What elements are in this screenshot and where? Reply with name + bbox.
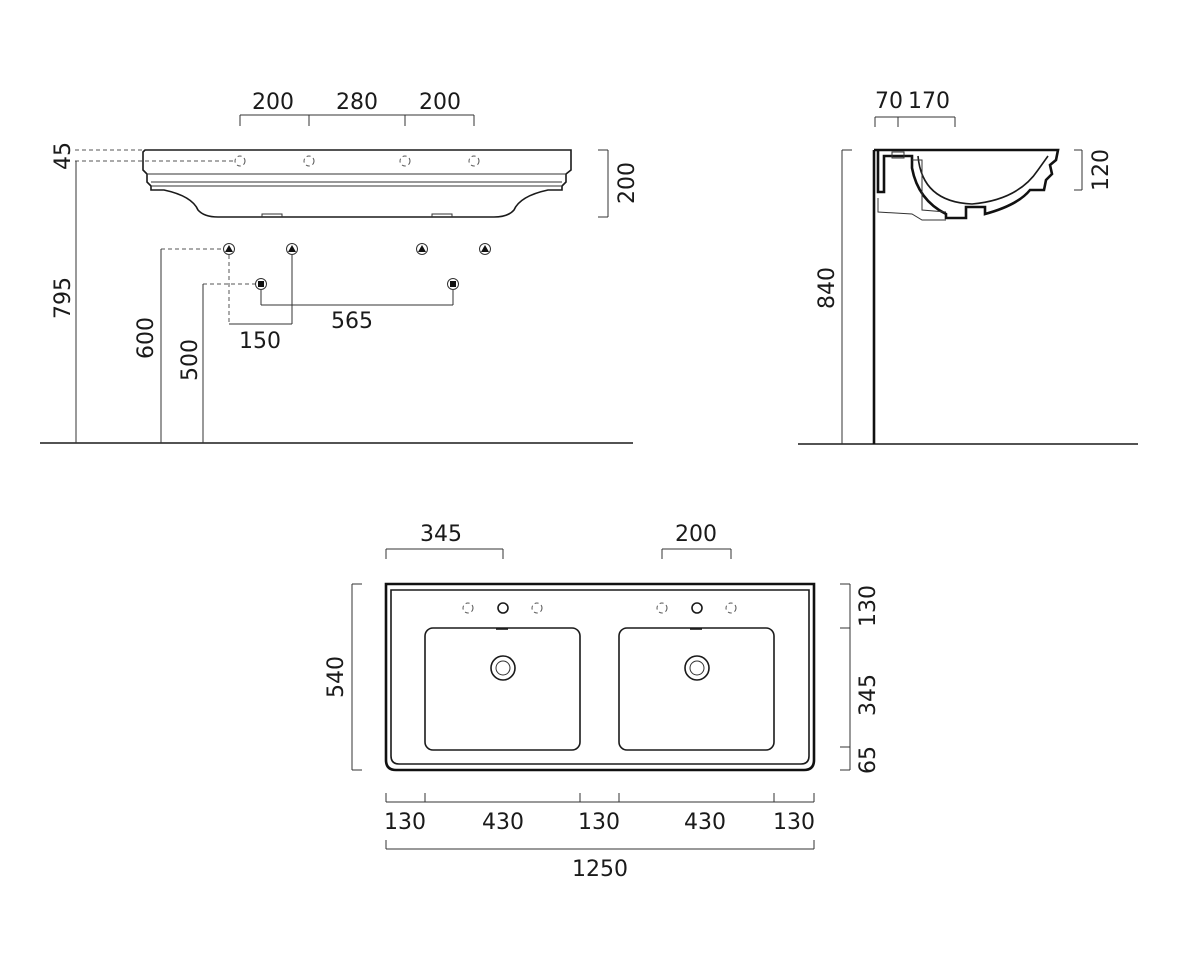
dim-label: 430 [684, 810, 726, 835]
dim-label: 200 [252, 90, 294, 115]
basin-inner-bowl [917, 155, 1049, 205]
side-view: 70 170 120 840 [798, 89, 1138, 445]
drain-hole [684, 655, 710, 681]
dim-label: 170 [908, 89, 950, 114]
dim-label: 565 [331, 309, 373, 334]
basin-section-outline [874, 148, 1060, 220]
dim-label: 500 [178, 339, 203, 381]
tap-hole [303, 155, 315, 167]
dim-label: 130 [578, 810, 620, 835]
waste-outlet [261, 213, 283, 217]
basin-top-outline [384, 582, 816, 772]
dim-label: 200 [675, 522, 717, 547]
tap-hole [234, 155, 246, 167]
tap-hole [531, 602, 543, 614]
supply-point [223, 243, 235, 255]
dim-label: 345 [856, 674, 881, 716]
dim-label: 795 [51, 277, 76, 319]
tap-hole [497, 602, 509, 614]
dim-label: 280 [336, 90, 378, 115]
left-bowl [424, 627, 581, 751]
dim-label: 130 [384, 810, 426, 835]
basin-front-outline [142, 149, 572, 218]
dim-label: 130 [773, 810, 815, 835]
drain-hole-inner [689, 660, 705, 676]
tap-hole-section [891, 151, 905, 159]
top-view: 345 200 540 130 345 65 130 430 130 430 1… [324, 522, 881, 882]
dim-label: 120 [1089, 149, 1114, 191]
tap-hole [462, 602, 474, 614]
dim-label: 345 [420, 522, 462, 547]
waste-point [447, 278, 459, 290]
dim-label: 430 [482, 810, 524, 835]
front-view: 200 280 200 45 795 200 [40, 90, 640, 444]
waste-outlet [431, 213, 453, 217]
basin-bracket [877, 198, 946, 221]
tap-hole [399, 155, 411, 167]
dim-label: 200 [615, 162, 640, 204]
tap-hole [656, 602, 668, 614]
tap-hole [691, 602, 703, 614]
dim-label: 70 [875, 89, 903, 114]
dim-label: 65 [856, 746, 881, 774]
dim-label: 130 [856, 585, 881, 627]
drain-hole-inner [495, 660, 511, 676]
dim-label: 600 [134, 317, 159, 359]
dim-label: 840 [815, 267, 840, 309]
right-bowl [618, 627, 775, 751]
basin-top-inner-rim [390, 589, 810, 765]
tap-hole [725, 602, 737, 614]
supply-point [416, 243, 428, 255]
dim-label: 1250 [572, 857, 628, 882]
waste-point [255, 278, 267, 290]
dim-label: 150 [239, 329, 281, 354]
supply-point [286, 243, 298, 255]
dim-label: 200 [419, 90, 461, 115]
dim-label: 45 [51, 142, 76, 170]
drain-hole [490, 655, 516, 681]
tap-hole [468, 155, 480, 167]
basin-inner-detail [912, 159, 947, 213]
supply-point [479, 243, 491, 255]
dim-label: 540 [324, 656, 349, 698]
